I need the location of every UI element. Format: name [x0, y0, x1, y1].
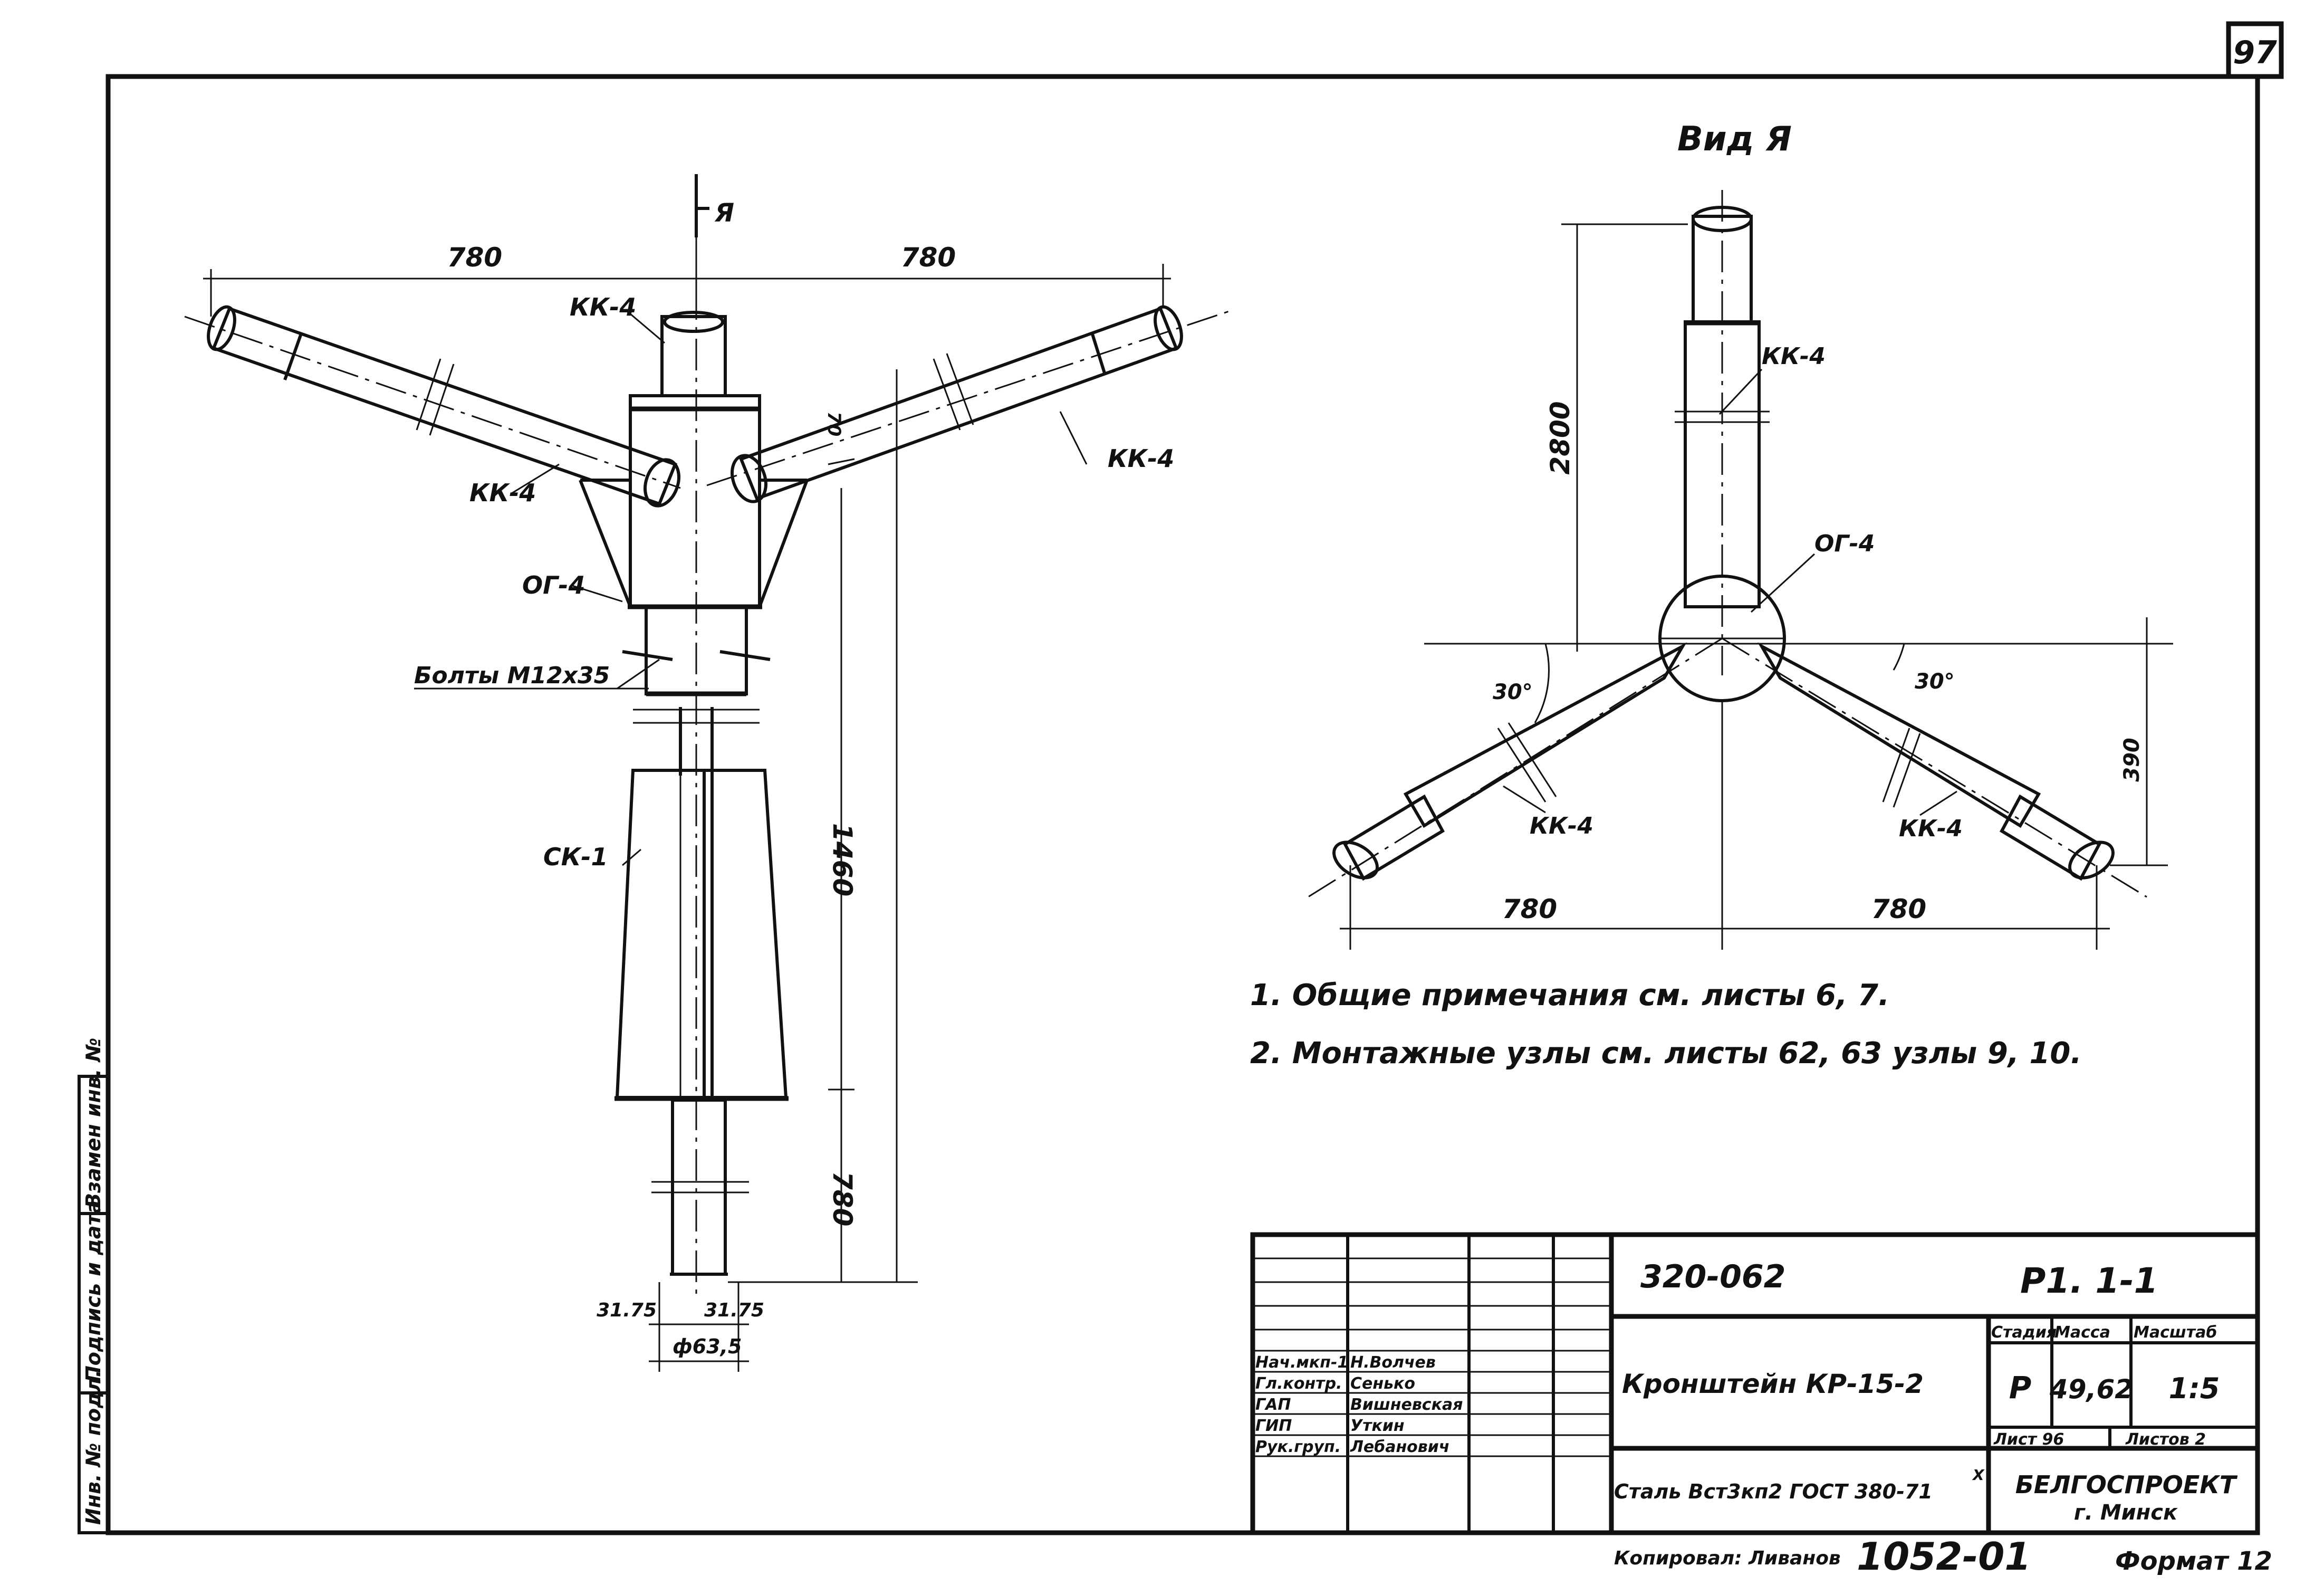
tb-name-5: Лебанович — [1350, 1438, 1449, 1456]
dim-height-main: 1460 — [827, 823, 858, 896]
right-arm — [706, 305, 1230, 503]
dim-d1: 31.75 — [597, 1300, 657, 1321]
tb-sheets-header: Листов 2 — [2125, 1430, 2206, 1449]
section-mark: Я — [714, 198, 734, 228]
view-a: Вид Я 2800 КК-4 ОГ-4 30° КК-4 — [1308, 120, 2173, 950]
dim-height: 2800 — [1545, 401, 1576, 474]
tb-stage-header: Стадия — [1991, 1323, 2057, 1342]
title-block: Нач.мкп-1 Н.Волчев Гл.контр. Сенько ГАП … — [1250, 1232, 2260, 1535]
tb-name: Кронштейн КР-15-2 — [1622, 1369, 1924, 1399]
tb-material: Сталь Вст3кп2 ГОСТ 380-71 — [1614, 1480, 1933, 1503]
tb-mass-header: Масса — [2054, 1323, 2110, 1342]
tb-org: БЕЛГОСПРОЕКТ — [2015, 1470, 2238, 1499]
tb-material-sup: X — [1972, 1466, 1985, 1484]
label-og4-left: ОГ-4 — [522, 571, 585, 599]
dim-d2: 31.75 — [704, 1300, 764, 1321]
tb-name-4: Уткин — [1350, 1417, 1405, 1435]
view-a-title: Вид Я — [1677, 120, 1792, 159]
tb-name-3: Вишневская — [1350, 1396, 1463, 1414]
tb-role-4: ГИП — [1255, 1417, 1292, 1435]
label-kk4-right: КК-4 — [1108, 444, 1174, 473]
sheet-number: 97 — [2233, 34, 2277, 71]
note-1: 1. Общие примечания см. листы 6, 7. — [1250, 978, 1889, 1013]
tb-sheet-id: Р1. 1-1 — [2020, 1260, 2158, 1301]
left-view: 780 780 Я — [184, 174, 1230, 1372]
dim-side-a: 390 — [2120, 738, 2144, 782]
label-bolts: Болты М12х35 — [414, 662, 610, 689]
sheet-number-box — [2226, 21, 2284, 79]
dim-height-bottom: 780 — [827, 1171, 858, 1226]
note-2: 2. Монтажные узлы см. листы 62, 63 узлы … — [1250, 1036, 2082, 1071]
dim-arm-right: 780 — [901, 242, 956, 273]
tb-city: г. Минск — [2074, 1501, 2178, 1525]
label-kk4-top: КК-4 — [570, 293, 636, 321]
dim-right-a: 780 — [1871, 894, 1926, 924]
angle-left: 30° — [1493, 680, 1533, 704]
label-sk1: СК-1 — [543, 843, 608, 871]
angle-right: 30° — [1915, 670, 1955, 694]
tb-code: 320-062 — [1640, 1258, 1785, 1295]
tb-name-1: Н.Волчев — [1350, 1353, 1436, 1372]
label-og4-a: ОГ-4 — [1814, 530, 1875, 557]
tb-mass: 49,62 — [2049, 1374, 2133, 1405]
tb-scale-header: Масштаб — [2134, 1323, 2217, 1342]
dim-arm-left: 780 — [447, 242, 502, 273]
label-kk4-left-a: КК-4 — [1530, 813, 1593, 839]
label-kk4-top-a: КК-4 — [1762, 343, 1826, 370]
sheet-frame — [105, 74, 2260, 1535]
dim-left-a: 780 — [1502, 894, 1557, 924]
side-sign-label: Подпись и дата — [82, 1200, 105, 1382]
label-kk4-right-a: КК-4 — [1899, 815, 1963, 842]
tb-name-2: Сенько — [1350, 1374, 1415, 1393]
footer-format: Формат 12 — [2115, 1546, 2272, 1576]
dim-diameter: ф63,5 — [673, 1335, 742, 1358]
footer-number: 1052-01 — [1857, 1534, 2031, 1579]
side-stamp: Инв. № подл. Подпись и дата Взамен инв. … — [78, 1038, 110, 1534]
side-inv-label: Инв. № подл. — [82, 1370, 105, 1525]
tb-role-5: Рук.груп. — [1255, 1438, 1341, 1456]
tb-role-1: Нач.мкп-1 — [1255, 1353, 1348, 1372]
tb-stage: Р — [2009, 1370, 2032, 1406]
footer-checked: Копировал: Ливанов — [1614, 1548, 1841, 1569]
side-replace-label: Взамен инв. № — [82, 1038, 105, 1208]
label-kk4-left: КК-4 — [469, 479, 536, 507]
tb-role-3: ГАП — [1255, 1396, 1291, 1414]
tb-scale: 1:5 — [2169, 1372, 2220, 1405]
dim-gap: 70 — [823, 412, 844, 436]
tb-role-2: Гл.контр. — [1255, 1374, 1342, 1393]
left-arm — [184, 305, 681, 508]
tb-sheet-header: Лист 96 — [1993, 1430, 2064, 1449]
